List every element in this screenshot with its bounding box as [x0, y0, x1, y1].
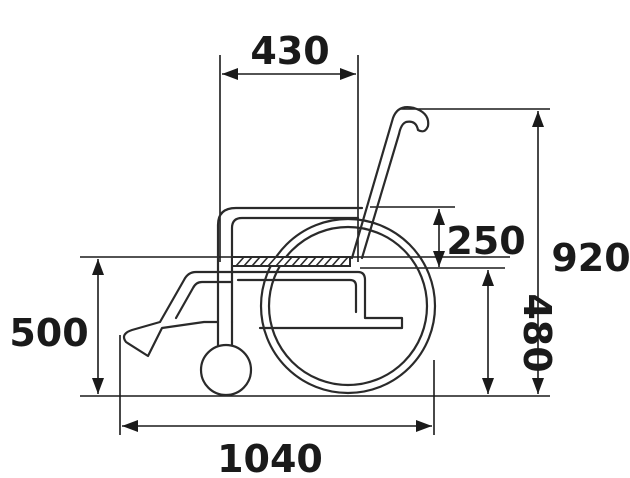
rear-wheel-handrim [267, 225, 429, 387]
overall-height-label: 920 [551, 236, 630, 280]
seat-cushion [231, 256, 351, 267]
push-handle [350, 106, 430, 260]
armrest-height-label: 250 [446, 219, 525, 263]
dimension-250 [433, 209, 445, 267]
rear-wheel-height-label: 480 [515, 293, 559, 372]
overall-length-label: 1040 [217, 437, 323, 478]
dimension-1040 [122, 420, 432, 432]
caster-fork [216, 320, 234, 347]
armrest-frame [216, 206, 364, 327]
rear-wheel [259, 217, 437, 395]
seat-height-label: 500 [9, 311, 88, 355]
dimension-480 [482, 270, 494, 394]
dimension-920 [532, 111, 544, 394]
dimension-500 [92, 259, 104, 394]
seat-width-label: 430 [250, 29, 329, 73]
legrest [122, 270, 234, 358]
dimension-430 [222, 68, 356, 80]
wheelchair [122, 106, 437, 397]
seat-frame [230, 270, 404, 330]
front-caster [199, 343, 253, 397]
